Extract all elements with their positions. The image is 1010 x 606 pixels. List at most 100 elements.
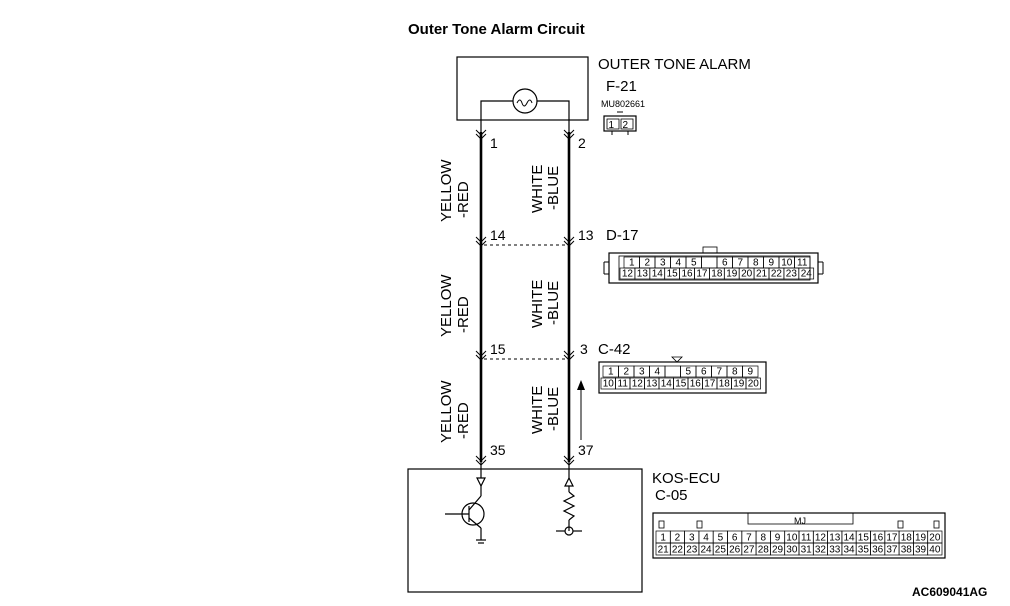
- connector-c42-label: C-42: [598, 341, 631, 358]
- d17-cell-label: 19: [726, 269, 738, 280]
- d17-cell-label: 11: [797, 258, 808, 269]
- c42-cell-label: 16: [690, 379, 702, 390]
- c42-right-pin: 3: [580, 341, 588, 357]
- c05-cell-label: 37: [886, 545, 898, 556]
- c42-cell-label: 17: [704, 379, 716, 390]
- d17-cell-label: 5: [691, 258, 697, 269]
- wire-labels-segment-3: YELLOW -RED WHITE -BLUE: [438, 380, 562, 443]
- d17-cell-label: 17: [696, 269, 708, 280]
- d17-cell-label: 24: [801, 269, 813, 280]
- d17-left-pin: 14: [490, 227, 506, 243]
- c42-cell-label: 12: [632, 379, 644, 390]
- c42-cell-label: 19: [733, 379, 745, 390]
- d17-cell-label: 21: [756, 269, 768, 280]
- c05-cell-label: 18: [901, 533, 913, 544]
- wire-label-right: -BLUE: [545, 166, 562, 210]
- kos-ecu-label: KOS-ECU: [652, 470, 720, 487]
- c05-cell-label: 2: [675, 533, 681, 544]
- c42-left-pin: 15: [490, 341, 506, 357]
- kos-ecu-box: [407, 468, 643, 593]
- d17-cell-label: 1: [629, 258, 635, 269]
- c05-cell-label: 19: [915, 533, 927, 544]
- figure-reference: AC609041AG: [912, 585, 987, 599]
- c05-cell-label: 38: [901, 545, 913, 556]
- c05-cell-label: 39: [915, 545, 927, 556]
- c05-cell-label: 3: [689, 533, 695, 544]
- c42-cell-label: 15: [675, 379, 687, 390]
- connector-c05-label: C-05: [655, 487, 688, 504]
- c05-cell-label: 5: [718, 533, 724, 544]
- wire-label-left: -RED: [455, 402, 472, 439]
- d17-cell-label: 8: [753, 258, 759, 269]
- c05-cell-label: 33: [829, 545, 841, 556]
- f21-cell: 1: [609, 120, 615, 131]
- c05-cell-label: 4: [703, 533, 709, 544]
- c05-cell-label: 27: [743, 545, 755, 556]
- d17-cell-label: 16: [681, 269, 693, 280]
- connector-d17-label: D-17: [606, 227, 639, 244]
- ecu-left-pin: 35: [490, 442, 506, 458]
- connector-chevrons: [475, 129, 575, 466]
- c05-cell-label: 8: [760, 533, 766, 544]
- c05-cell-label: 36: [872, 545, 884, 556]
- d17-cell-label: 20: [741, 269, 753, 280]
- c42-cell-label: 20: [748, 379, 760, 390]
- c42-cell-label: 3: [639, 367, 645, 378]
- transistor-icon: [445, 477, 486, 544]
- c42-cell: [745, 377, 761, 390]
- d17-cell-label: 3: [660, 258, 666, 269]
- alarm-pin-left: 1: [490, 135, 498, 151]
- c05-cell-label: 35: [858, 545, 870, 556]
- connector-f21-icon: 1 2: [603, 111, 637, 135]
- wire-labels-segment-1: YELLOW -RED WHITE -BLUE: [438, 159, 562, 222]
- c42-cell-label: 11: [618, 379, 629, 390]
- c42-cell-label: 6: [701, 367, 707, 378]
- c05-cell-label: 6: [732, 533, 738, 544]
- c05-cell-label: 11: [801, 533, 812, 544]
- c05-cell-label: 12: [815, 533, 827, 544]
- d17-right-pin: 13: [578, 227, 594, 243]
- c05-cell-label: 30: [786, 545, 798, 556]
- d17-cell-label: 22: [771, 269, 783, 280]
- d17-cell: [701, 256, 718, 269]
- wire-label-right: WHITE: [529, 165, 546, 213]
- d17-cell-label: 6: [722, 258, 728, 269]
- c42-cell-label: 2: [623, 367, 629, 378]
- c05-cell-label: 24: [700, 545, 712, 556]
- c05-cell-label: 15: [858, 533, 870, 544]
- d17-cell-label: 10: [781, 258, 793, 269]
- wire-label-left: -RED: [455, 296, 472, 333]
- buzzer-icon: [512, 88, 538, 114]
- f21-cell: 2: [623, 120, 629, 131]
- c42-cell: [742, 365, 759, 378]
- c05-cell: [927, 542, 943, 556]
- connector-c05-tag: MJ: [794, 516, 806, 526]
- c42-cell-label: 7: [716, 367, 722, 378]
- c42-cell-label: 5: [685, 367, 691, 378]
- wire-label-right: -BLUE: [545, 281, 562, 325]
- wire-label-right: WHITE: [529, 280, 546, 328]
- wire-label-right: WHITE: [529, 386, 546, 434]
- c05-cell-label: 20: [929, 533, 941, 544]
- d17-cell-label: 14: [652, 269, 664, 280]
- c05-cell-label: 16: [872, 533, 884, 544]
- c05-cell-label: 31: [801, 545, 813, 556]
- connector-f21-label: F-21: [606, 78, 637, 95]
- c42-cell-label: 8: [732, 367, 738, 378]
- wire-label-right: -BLUE: [545, 387, 562, 431]
- c42-cell: [664, 365, 681, 378]
- c42-cell-label: 4: [654, 367, 660, 378]
- c05-cell-label: 14: [843, 533, 855, 544]
- part-number-label: MU802661: [601, 99, 645, 109]
- d17-cell-label: 13: [637, 269, 649, 280]
- current-arrow-icon: [577, 380, 585, 440]
- diagram-title: Outer Tone Alarm Circuit: [408, 21, 585, 38]
- alarm-pin-right: 2: [578, 135, 586, 151]
- c42-cell-label: 9: [747, 367, 753, 378]
- wire-label-left: YELLOW: [438, 274, 455, 337]
- c05-cell-label: 25: [715, 545, 727, 556]
- c05-cell-label: 29: [772, 545, 784, 556]
- wire-label-left: YELLOW: [438, 159, 455, 222]
